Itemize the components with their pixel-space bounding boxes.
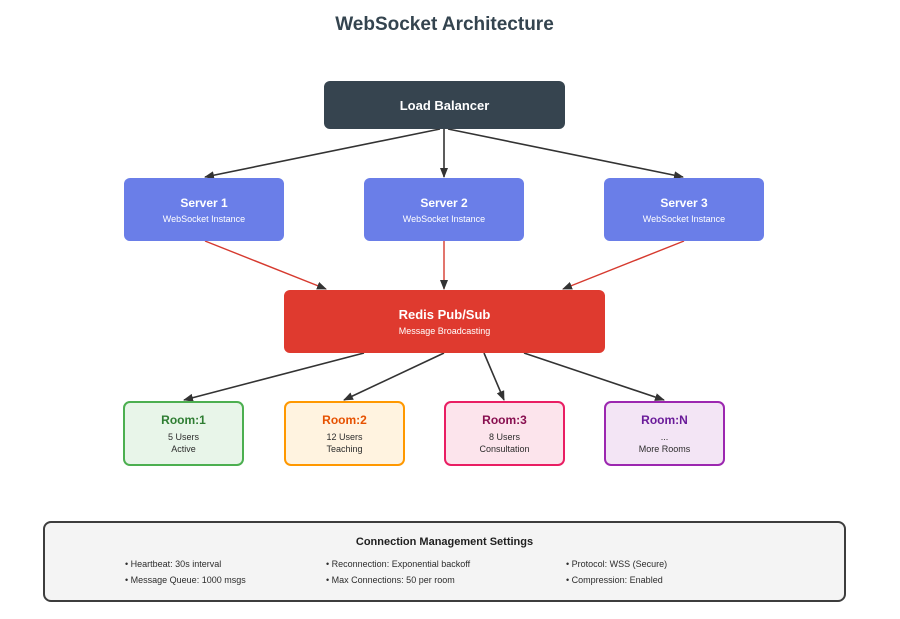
room-name: Room:2	[322, 412, 367, 427]
load-balancer-node: Load Balancer	[324, 81, 565, 129]
server-name: Server 3	[660, 195, 708, 210]
room-1-node: Room:1 5 Users Active	[123, 401, 244, 466]
room-2-node: Room:2 12 Users Teaching	[284, 401, 405, 466]
room-name: Room:3	[482, 412, 527, 427]
setting-message-queue: • Message Queue: 1000 msgs	[125, 575, 246, 585]
room-user-count: 8 Users	[488, 431, 520, 442]
server-1-node: Server 1 WebSocket Instance	[124, 178, 284, 241]
room-status: More Rooms	[638, 443, 691, 454]
server-description: WebSocket Instance	[402, 213, 486, 224]
arrow-redis-room3	[483, 352, 505, 401]
setting-heartbeat: • Heartbeat: 30s interval	[125, 559, 222, 569]
settings-heading: Connection Management Settings	[355, 536, 534, 548]
server-description: WebSocket Instance	[642, 213, 726, 224]
setting-max-connections: • Max Connections: 50 per room	[326, 575, 455, 585]
arrow-redis-room2	[343, 352, 445, 401]
arrow-lb-server3	[447, 128, 684, 180]
arrow-redis-roomn	[523, 352, 665, 401]
room-status: Teaching	[326, 443, 363, 454]
room-user-count: 5 Users	[167, 431, 199, 442]
redis-pubsub-node: Redis Pub/Sub Message Broadcasting	[284, 290, 605, 353]
arrow-server3-redis	[562, 240, 685, 290]
server-description: WebSocket Instance	[162, 213, 246, 224]
diagram-title: WebSocket Architecture	[335, 14, 554, 35]
room-user-count: ...	[660, 431, 669, 442]
arrow-server1-redis	[204, 240, 327, 290]
arrow-redis-room1	[183, 352, 365, 402]
room-user-count: 12 Users	[326, 431, 363, 442]
room-name: Room:1	[161, 412, 206, 427]
server-name: Server 2	[420, 195, 468, 210]
room-status: Consultation	[479, 443, 530, 454]
room-n-node: Room:N ... More Rooms	[604, 401, 725, 466]
server-2-node: Server 2 WebSocket Instance	[364, 178, 524, 241]
room-status: Active	[171, 443, 196, 454]
room-3-node: Room:3 8 Users Consultation	[444, 401, 565, 466]
redis-name: Redis Pub/Sub	[398, 307, 491, 322]
redis-description: Message Broadcasting	[398, 326, 491, 336]
arrow-lb-server1	[204, 128, 441, 180]
server-name: Server 1	[180, 195, 228, 210]
room-name: Room:N	[641, 412, 688, 427]
connection-settings-panel: Connection Management Settings • Heartbe…	[43, 521, 846, 602]
load-balancer-label: Load Balancer	[399, 97, 490, 113]
server-3-node: Server 3 WebSocket Instance	[604, 178, 764, 241]
setting-reconnection: • Reconnection: Exponential backoff	[326, 559, 471, 569]
setting-protocol: • Protocol: WSS (Secure)	[566, 559, 668, 569]
setting-compression: • Compression: Enabled	[566, 575, 663, 585]
